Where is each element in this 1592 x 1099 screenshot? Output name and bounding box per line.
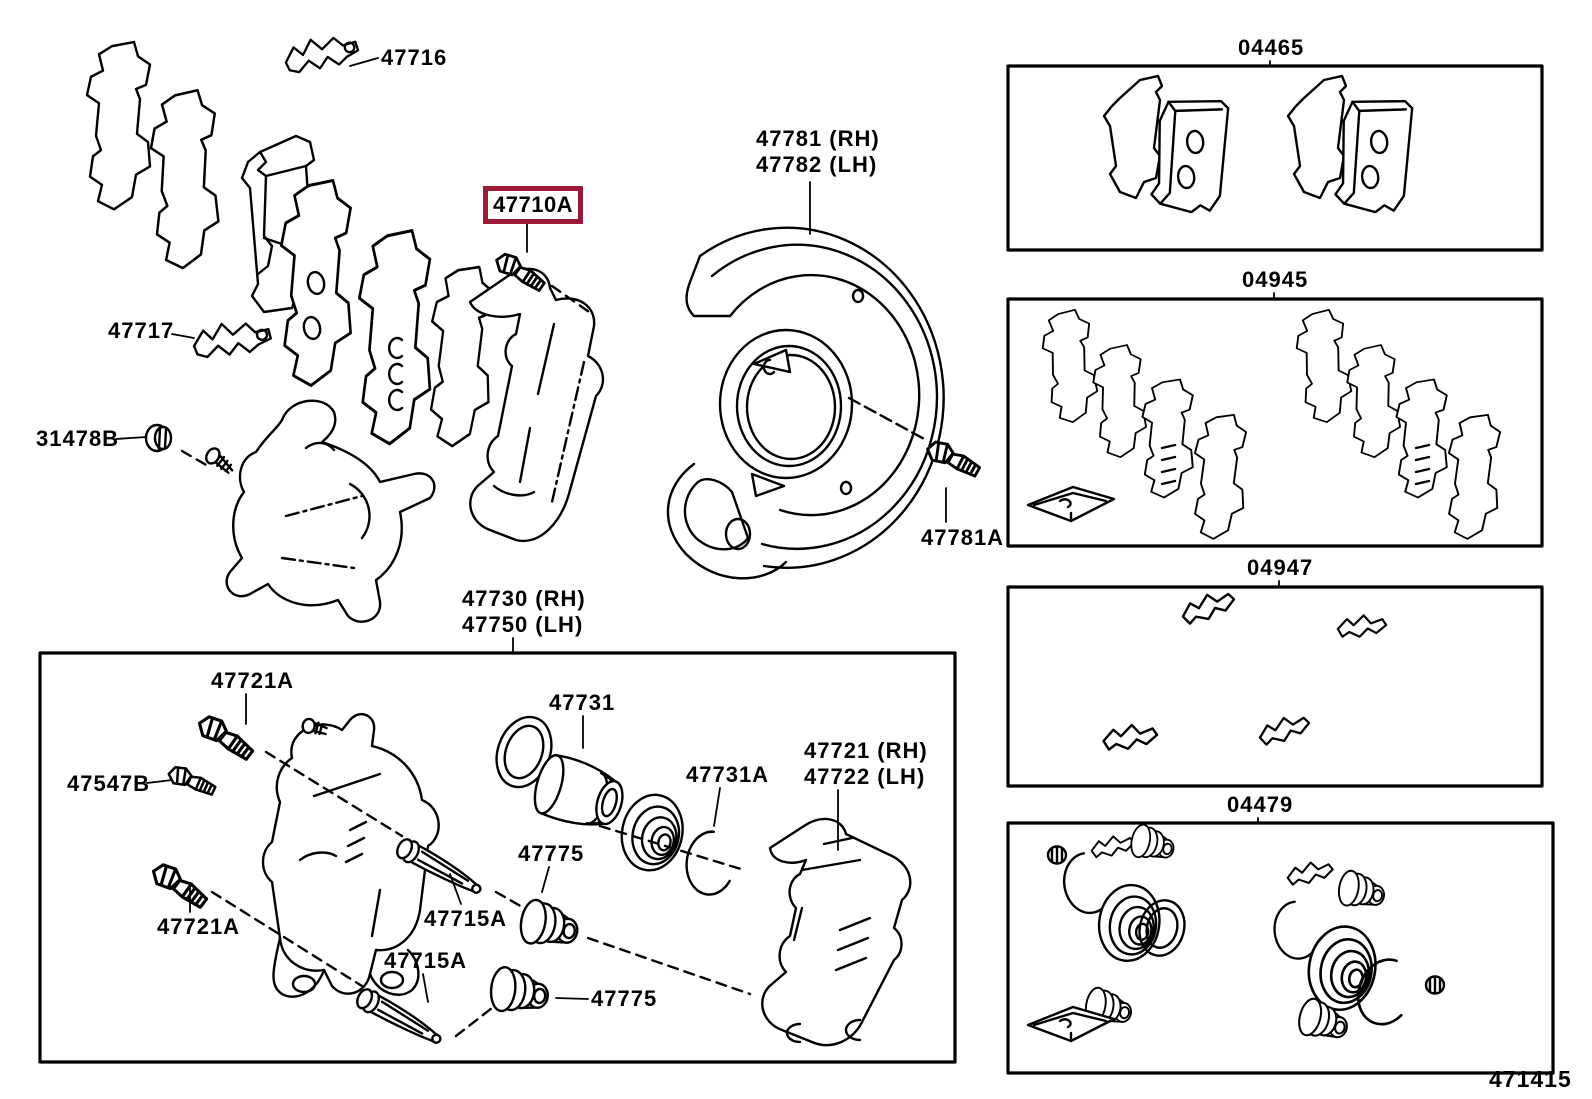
figure-number: 471415 xyxy=(1489,1066,1572,1092)
part-callout-line: 47721 (RH) xyxy=(804,738,928,763)
pad-spring-47716-drawing xyxy=(284,36,360,74)
kit-04465-content xyxy=(1102,74,1419,217)
pad-support-47717-drawing xyxy=(192,318,273,363)
anti-squeal-shim-drawing xyxy=(357,229,432,446)
part-callout-47717[interactable]: 47717 xyxy=(108,318,175,343)
leader-lines xyxy=(115,57,1280,1003)
kit-box-frames xyxy=(1006,64,1555,1075)
part-callout-line: 47730 (RH) xyxy=(462,586,586,611)
part-callout-47781-47782[interactable]: 47781 (RH) 47782 (LH) xyxy=(756,126,880,178)
bolt-47721A-bottom-drawing xyxy=(147,858,214,911)
part-callout-47721A-bottom[interactable]: 47721A xyxy=(157,914,241,939)
caliper-bracket-drawing xyxy=(468,267,605,543)
part-callout-47775-bottom[interactable]: 47775 xyxy=(591,986,658,1011)
kit-callout-04945[interactable]: 04945 xyxy=(1242,267,1309,292)
caliper-housing-drawing xyxy=(261,713,440,998)
part-callout-47715A-lower[interactable]: 47715A xyxy=(384,948,468,973)
part-callout-47731[interactable]: 47731 xyxy=(549,690,616,715)
caliper-assembly-drawing xyxy=(147,710,912,1048)
part-callout-line: 47722 (LH) xyxy=(804,764,926,789)
grease-packet-drawing xyxy=(1026,485,1116,523)
dust-shield-drawing xyxy=(666,226,945,580)
shield-bolt-47781A-drawing xyxy=(922,436,985,480)
part-callout-47715A-upper[interactable]: 47715A xyxy=(424,906,508,931)
kit-callout-04947[interactable]: 04947 xyxy=(1247,555,1314,580)
hidden-axis-lines xyxy=(210,750,752,1038)
part-callout-31478B[interactable]: 31478B xyxy=(36,426,120,451)
part-callout-47781A[interactable]: 47781A xyxy=(921,525,1005,550)
pin-boot-47775-lower-drawing xyxy=(487,964,552,1017)
mounting-bracket-47721-drawing xyxy=(761,817,912,1047)
assembly-box-frame xyxy=(38,651,957,1064)
kit-callout-04465[interactable]: 04465 xyxy=(1238,35,1305,60)
brake-pad-holes-drawing xyxy=(279,179,353,387)
bolt-47547B-drawing xyxy=(165,762,220,798)
kit-box-04945 xyxy=(1006,297,1544,548)
pin-boot-47775-upper-drawing xyxy=(516,896,583,953)
bolt-47721A-top-drawing xyxy=(193,710,260,763)
kit-callout-04479[interactable]: 04479 xyxy=(1227,792,1294,817)
part-callout-47547B[interactable]: 47547B xyxy=(67,771,151,796)
part-callout-line: 47750 (LH) xyxy=(462,612,584,637)
caliper-body-drawing xyxy=(205,399,436,623)
part-callout-47775-mid[interactable]: 47775 xyxy=(518,841,585,866)
set-ring-47731A-drawing xyxy=(682,828,736,898)
piston-boot-drawing xyxy=(613,787,691,878)
part-callout-line: 47782 (LH) xyxy=(756,152,878,177)
selected-part-callout-47710A[interactable]: 47710A xyxy=(483,186,584,224)
part-callout-47721-47722[interactable]: 47721 (RH) 47722 (LH) xyxy=(804,738,928,790)
kit-box-04947 xyxy=(1006,585,1544,788)
part-callout-47721A-top[interactable]: 47721A xyxy=(211,668,295,693)
part-callout-47730-47750[interactable]: 47730 (RH) 47750 (LH) xyxy=(462,586,586,638)
piston-47731-drawing xyxy=(527,750,631,837)
brake-pad-stack-drawing xyxy=(85,36,496,450)
bleeder-cap-31478B-drawing xyxy=(144,423,173,453)
kit-04947-content xyxy=(1101,590,1389,754)
kit-box-04479 xyxy=(1006,821,1555,1075)
part-callout-line: 47781 (RH) xyxy=(756,126,880,151)
part-callout-47731A[interactable]: 47731A xyxy=(686,762,770,787)
kit-box-04465 xyxy=(1006,64,1544,252)
kit-04945-content xyxy=(1026,307,1502,541)
part-callout-47716[interactable]: 47716 xyxy=(381,45,448,70)
kit-04479-content xyxy=(1026,822,1446,1046)
